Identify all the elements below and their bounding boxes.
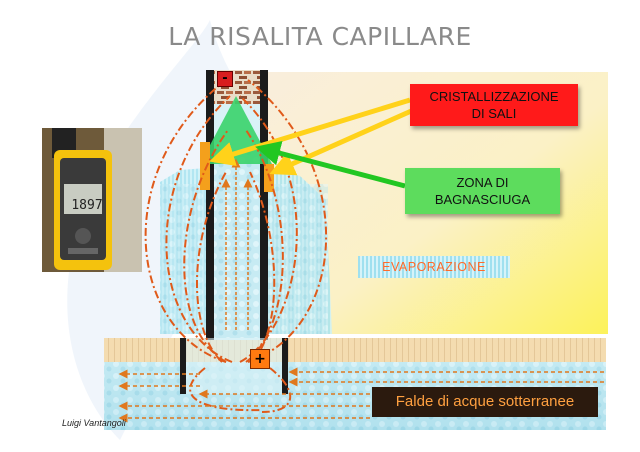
- capillary-arrows: [221, 158, 253, 330]
- wet-zone-arrow: [255, 140, 406, 189]
- crystallization-label-box: CRISTALLIZZAZIONE DI SALI: [410, 84, 578, 126]
- wet-zone-label-line-1: ZONA DI: [456, 175, 509, 190]
- meter-reading: 1897: [71, 198, 103, 213]
- crystallization-label-line-1: CRISTALLIZZAZIONE: [429, 89, 559, 104]
- foundation-left-edge: [180, 338, 186, 394]
- field-line-8: [247, 79, 328, 363]
- salt-crystals-left: [200, 142, 210, 190]
- wall-right-edge: [260, 70, 268, 340]
- field-line-5: [196, 171, 227, 363]
- wet-zone-label-box: ZONA DI BAGNASCIUGA: [405, 168, 560, 214]
- field-line-6: [249, 171, 276, 363]
- page-title: LA RISALITA CAPILLARE: [168, 22, 472, 51]
- field-line-10: [261, 367, 291, 413]
- foundation-right-edge: [282, 338, 288, 394]
- groundwater-flow-arrows: [118, 367, 604, 423]
- positive-pole-icon: +: [250, 349, 270, 369]
- wet-zone-label-line-2: BAGNASCIUGA: [434, 192, 531, 207]
- ground-surface: [104, 338, 606, 362]
- electric-field-lines: [144, 79, 328, 413]
- wall-bubbles: [214, 150, 260, 338]
- negative-pole-icon: -: [217, 71, 233, 87]
- groundwater-label: Falde di acque sotterranee: [372, 387, 598, 417]
- field-line-2: [239, 95, 298, 363]
- field-line-9: [189, 367, 263, 412]
- author-credit: Luigi Vantangoli: [62, 418, 126, 428]
- crystallization-label-line-2: DI SALI: [471, 106, 517, 121]
- crystallization-arrows: [209, 97, 420, 176]
- field-line-1: [165, 95, 233, 363]
- crystal-arrow-left: [209, 97, 411, 167]
- crystal-arrow-right: [269, 105, 420, 176]
- evaporation-label: EVAPORAZIONE: [358, 256, 510, 278]
- moisture-meter-photo: [42, 128, 142, 272]
